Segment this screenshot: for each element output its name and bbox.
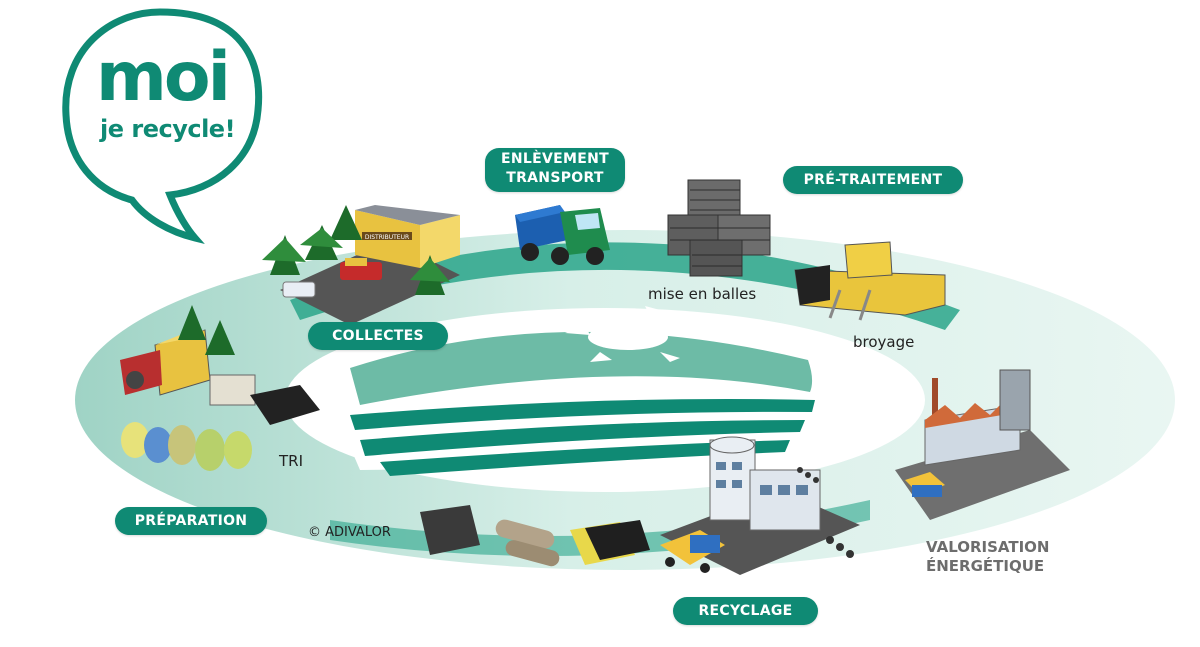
stage-enlevement-label: ENLÈVEMENT [501,151,609,167]
sorting-center-illustration [120,305,320,471]
caption-valorisation-line1: VALORISATION [926,538,1050,556]
caption-mise-en-balles: mise en balles [648,285,757,303]
energy-factory-illustration [895,369,1070,520]
stage-enlevement-transport: ENLÈVEMENT TRANSPORT [485,148,625,192]
building-sign: DISTRIBUTEUR [365,234,409,241]
recycling-plant-illustration [660,436,860,575]
logo-je-recycle: je recycle! [100,115,236,143]
recycled-products-illustration [420,505,650,567]
transport-truck-illustration [515,205,610,265]
caption-valorisation-line2: ÉNERGÉTIQUE [926,557,1045,575]
caption-broyage: broyage [853,333,915,351]
logo-moi: moi [96,38,231,117]
stage-transport-label: TRANSPORT [506,170,604,186]
bales-illustration [667,179,771,277]
caption-valorisation-energetique: VALORISATION ÉNERGÉTIQUE [926,538,1049,576]
caption-tri: TRI [279,452,304,470]
stage-collectes: COLLECTES [308,322,448,350]
shredder-machine-illustration [794,241,946,321]
store-with-trees-illustration: DISTRIBUTEUR [262,205,460,325]
logo-speech-bubble [62,8,263,244]
stage-preparation: PRÉPARATION [115,507,267,535]
field-with-sun-illustration [330,306,815,476]
caption-copyright: © ADIVALOR [308,525,391,540]
stage-pre-traitement: PRÉ-TRAITEMENT [783,166,963,194]
stage-recyclage: RECYCLAGE [673,597,818,625]
